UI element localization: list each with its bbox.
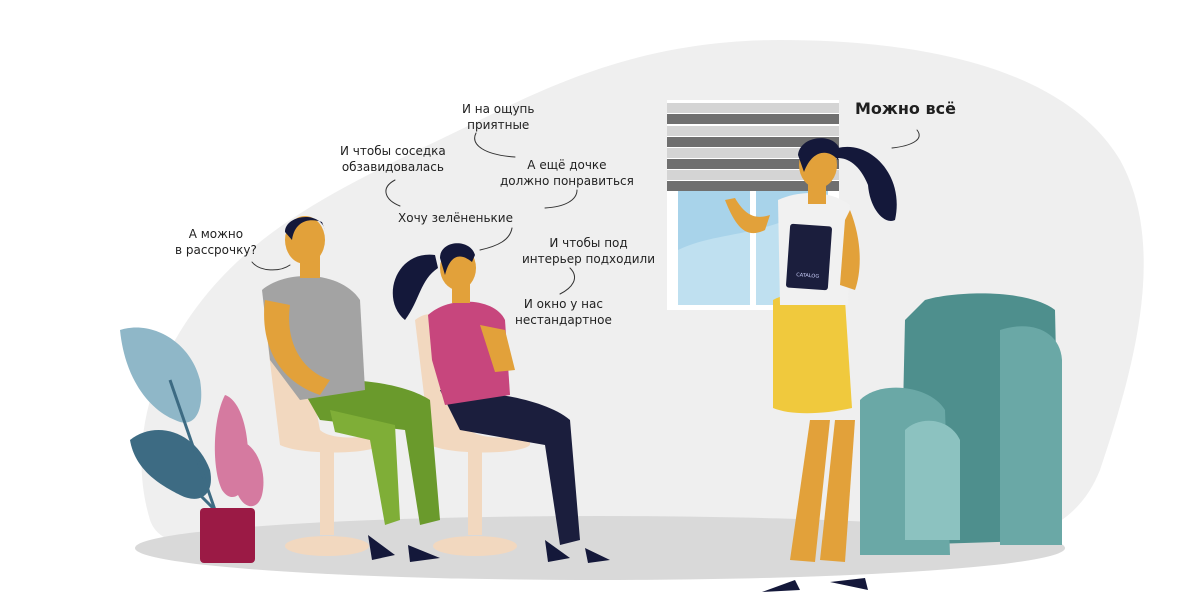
bubble-line: А можно [188, 227, 244, 241]
bubble-pointers [251, 129, 920, 295]
consultant-woman-icon: CATALOG [725, 138, 897, 592]
bubble-line: обзавидовалась [341, 160, 444, 174]
speech-bubble-daughter: А ещё дочке должно понравиться [500, 157, 634, 189]
bubble-pointer-1 [251, 261, 291, 271]
bubble-line: А ещё дочке [527, 158, 607, 172]
speech-bubble-window: И окно у нас нестандартное [515, 296, 612, 328]
speech-bubble-interior: И чтобы под интерьер подходили [522, 235, 655, 267]
speech-bubble-installment: А можно в рассрочку? [175, 226, 257, 258]
bubble-pointer-5 [479, 227, 513, 251]
bubble-line: должно понравиться [500, 174, 634, 188]
bubble-line: Хочу зелёненькие [398, 211, 513, 225]
bubble-line: приятные [467, 118, 530, 132]
bubble-line: нестандартное [515, 313, 612, 327]
bubble-line: И окно у нас [523, 297, 603, 311]
speech-bubble-green: Хочу зелёненькие [398, 210, 513, 226]
bubble-pointer-6 [559, 267, 575, 295]
potted-plant-icon [120, 327, 264, 563]
seated-woman-icon [392, 243, 610, 563]
speech-bubble-touch: И на ощупь приятные [462, 101, 534, 133]
bubble-line: интерьер подходили [522, 252, 656, 266]
bubble-pointer-3 [474, 132, 516, 158]
notepad-icon: CATALOG [786, 223, 832, 291]
bubble-line: И чтобы соседка [340, 144, 446, 158]
seated-man-icon [262, 216, 440, 562]
bubble-pointer-2 [385, 179, 401, 207]
speech-bubble-neighbor: И чтобы соседка обзавидовалась [340, 143, 446, 175]
armchair-icon [860, 293, 1062, 555]
bubble-line: в рассрочку? [175, 243, 257, 257]
plant-pot [200, 508, 255, 563]
bubble-pointer-4 [544, 189, 578, 209]
bubble-line: И чтобы под [549, 236, 628, 250]
bubble-line: И на ощупь [462, 102, 535, 116]
notepad-label: CATALOG [796, 272, 820, 280]
headline-label: Можно всё [855, 99, 956, 118]
bubble-pointer-7 [891, 129, 920, 149]
